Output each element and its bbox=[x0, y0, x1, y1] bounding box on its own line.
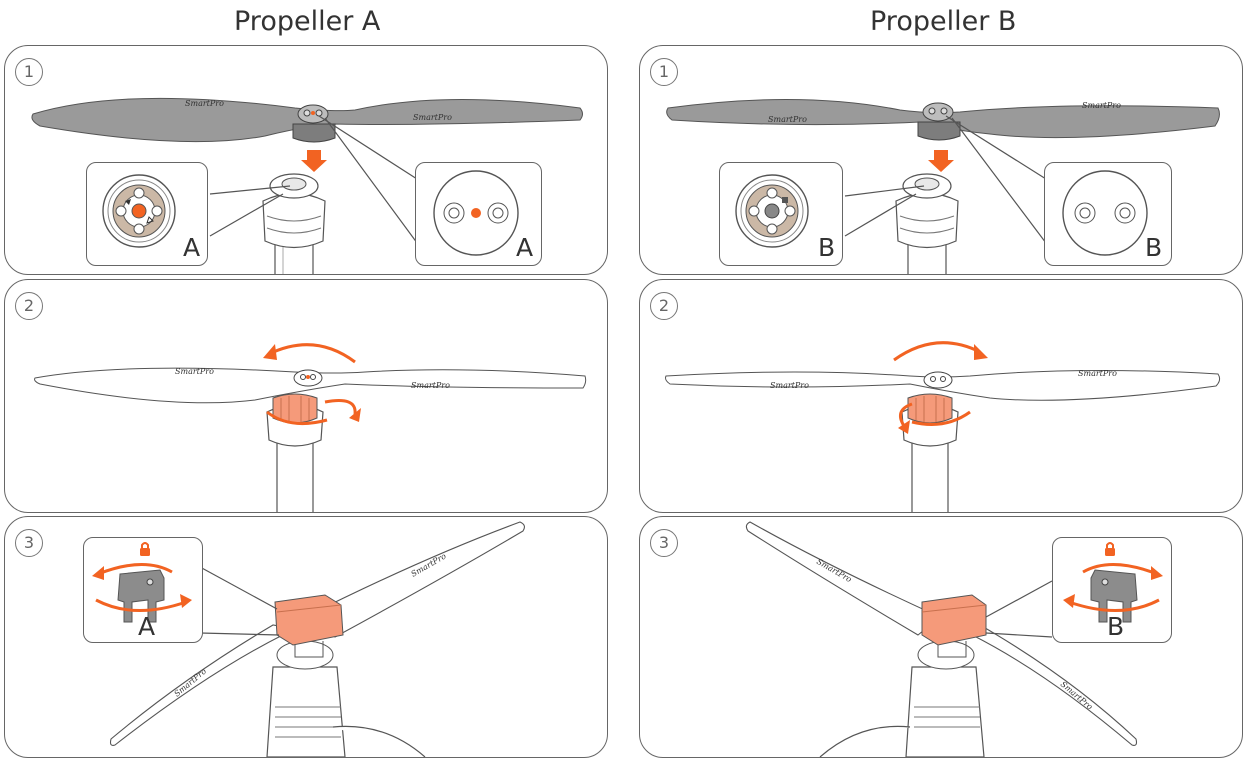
inset-label-a: A bbox=[516, 233, 534, 262]
lock-icon bbox=[1105, 548, 1115, 556]
rotate-arrow-icon bbox=[1068, 598, 1160, 612]
rotate-arrow-icon bbox=[893, 341, 981, 362]
panel-a-step-3: SmartPro SmartPro 3 A bbox=[4, 516, 608, 758]
panel-b-step-1: SmartPro SmartPro 1 B B bbox=[639, 45, 1243, 275]
brand-text: SmartPro bbox=[770, 381, 809, 390]
inset-label-b: B bbox=[818, 233, 836, 262]
panel-b-step-3: SmartPro SmartPro 3 B bbox=[639, 516, 1243, 758]
down-arrow-icon bbox=[301, 150, 327, 172]
column-title-propeller-b: Propeller B bbox=[870, 6, 1017, 37]
panel-b-step-2: SmartPro SmartPro 2 bbox=[639, 279, 1243, 513]
down-arrow-icon bbox=[928, 150, 954, 172]
brand-text: SmartPro bbox=[413, 113, 452, 122]
step-number-1: 1 bbox=[650, 58, 678, 86]
motor-mount-inset-b: B bbox=[719, 162, 843, 266]
brand-text: SmartPro bbox=[1059, 680, 1095, 712]
brand-text: SmartPro bbox=[411, 381, 450, 390]
step-number-3: 3 bbox=[650, 529, 678, 557]
rotate-arrow-icon bbox=[97, 562, 173, 576]
propeller-a-rotate-illustration: SmartPro SmartPro bbox=[34, 343, 587, 512]
motor-mount-inset-a: A bbox=[86, 162, 208, 266]
rotate-arrow-icon bbox=[95, 598, 187, 612]
step-number-2: 2 bbox=[650, 292, 678, 320]
inset-label-a: A bbox=[138, 612, 156, 641]
rotate-arrow-icon bbox=[911, 410, 971, 426]
step-number-1: 1 bbox=[15, 58, 43, 86]
brand-text: SmartPro bbox=[173, 667, 209, 699]
propeller-hub-inset-a: A bbox=[415, 162, 542, 266]
panel-a-step-1: SmartPro SmartPro 1 A bbox=[4, 45, 608, 275]
brand-text: SmartPro bbox=[1082, 101, 1121, 110]
brand-text: SmartPro bbox=[1078, 369, 1117, 378]
propeller-b-mount-illustration: SmartPro SmartPro bbox=[666, 99, 1220, 274]
step-number-2: 2 bbox=[15, 292, 43, 320]
brand-text: SmartPro bbox=[175, 367, 214, 376]
inset-label-a: A bbox=[183, 233, 201, 262]
lock-inset-a: A bbox=[83, 537, 203, 643]
brand-text: SmartPro bbox=[768, 115, 807, 124]
column-title-propeller-a: Propeller A bbox=[234, 6, 381, 37]
lock-icon bbox=[140, 548, 150, 556]
step-number-3: 3 bbox=[15, 529, 43, 557]
inset-label-b: B bbox=[1107, 612, 1125, 641]
propeller-a-mount-illustration: SmartPro SmartPro bbox=[31, 97, 583, 274]
rotate-arrow-icon bbox=[266, 410, 328, 426]
propeller-b-rotate-illustration: SmartPro SmartPro bbox=[665, 341, 1221, 512]
brand-text: SmartPro bbox=[185, 99, 224, 108]
rotate-arrow-icon bbox=[1082, 562, 1158, 576]
inset-label-b: B bbox=[1145, 233, 1163, 262]
lock-inset-b: B bbox=[1052, 537, 1172, 643]
rotate-arrow-icon bbox=[268, 343, 356, 364]
propeller-hub-inset-b: B bbox=[1044, 162, 1172, 266]
panel-a-step-2: SmartPro SmartPro 2 bbox=[4, 279, 608, 513]
